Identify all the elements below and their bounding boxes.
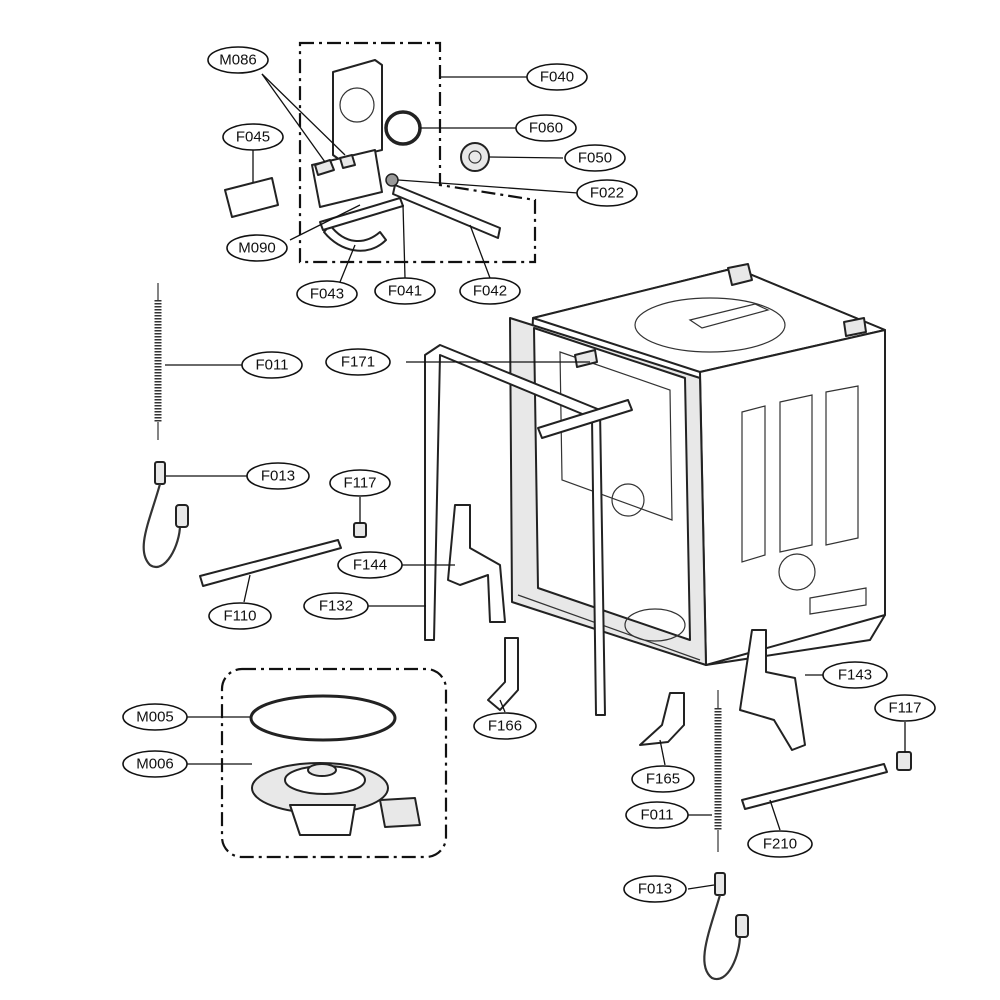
bracket-f165 <box>639 692 685 746</box>
callout-label: F022 <box>590 185 624 202</box>
hose-f043 <box>323 224 387 252</box>
callout-f165: F165 <box>631 765 695 793</box>
callout-label: M005 <box>136 709 174 726</box>
callout-label: F011 <box>640 807 673 824</box>
leader-lines <box>165 73 906 890</box>
callout-label: F143 <box>838 667 872 684</box>
callout-label: F013 <box>638 881 672 898</box>
callout-m086: M086 <box>207 46 269 74</box>
callout-label: F117 <box>888 700 921 717</box>
callout-f171: F171 <box>325 348 391 376</box>
callout-f041: F041 <box>374 277 436 305</box>
fitting-f022 <box>385 173 399 187</box>
tub <box>509 263 886 666</box>
rail-f210 <box>741 763 888 810</box>
callout-f143: F143 <box>822 661 888 689</box>
cable-f013-right <box>703 872 749 981</box>
callout-label: F132 <box>319 598 353 615</box>
bracket-f144 <box>447 504 506 623</box>
callout-label: F043 <box>310 286 344 303</box>
callout-f013-right: F013 <box>623 875 687 903</box>
pad-f045 <box>224 177 279 218</box>
gasket-m005 <box>249 694 397 742</box>
callout-f144: F144 <box>337 551 403 579</box>
bracket-f166 <box>487 637 519 711</box>
callout-f110: F110 <box>208 602 272 630</box>
seal-f060 <box>384 110 422 146</box>
callout-f013-left: F013 <box>246 462 310 490</box>
callout-label: F040 <box>540 69 574 86</box>
callout-label: F165 <box>646 771 680 788</box>
callout-m005: M005 <box>122 703 188 731</box>
callout-label: F042 <box>473 283 507 300</box>
callout-label: F045 <box>236 129 270 146</box>
callout-m090: M090 <box>226 234 288 262</box>
group-box-bottom <box>220 667 448 859</box>
callout-f040: F040 <box>526 63 588 91</box>
frame-top-rail <box>537 399 633 439</box>
callout-label: F171 <box>341 354 375 371</box>
callout-f011-left: F011 <box>241 351 303 379</box>
callout-f045: F045 <box>222 123 284 151</box>
arm-f042 <box>392 184 501 239</box>
callout-label: M006 <box>136 756 174 773</box>
callout-label: F144 <box>353 557 387 574</box>
clip-f117-left <box>353 522 367 538</box>
callout-f060: F060 <box>515 114 577 142</box>
callout-m006: M006 <box>122 750 188 778</box>
callout-label: F013 <box>261 468 295 485</box>
callout-label: F011 <box>255 357 288 374</box>
callout-label: F210 <box>763 836 797 853</box>
callout-label: F110 <box>223 608 256 625</box>
callout-f050: F050 <box>564 144 626 172</box>
bracket-f143 <box>739 629 806 751</box>
rail-f110 <box>199 539 342 587</box>
filter-f050 <box>460 142 490 172</box>
group-box-top <box>298 41 537 264</box>
callout-f117-right: F117 <box>874 694 936 722</box>
callout-f042: F042 <box>459 277 521 305</box>
callout-f011-right: F011 <box>625 801 689 829</box>
callout-f117-left: F117 <box>329 469 391 497</box>
callout-label: M090 <box>238 240 276 257</box>
frame-f171 <box>424 344 606 716</box>
callout-label: F060 <box>529 120 563 137</box>
callout-label: F041 <box>388 283 422 300</box>
cable-f013-left <box>142 461 189 569</box>
clip-f117-right <box>896 751 912 771</box>
callout-f022: F022 <box>576 179 638 207</box>
callout-label: F050 <box>578 150 612 167</box>
callout-f166: F166 <box>473 712 537 740</box>
cover-f040 <box>332 59 383 161</box>
callout-label: F117 <box>343 475 376 492</box>
callout-f132: F132 <box>303 592 369 620</box>
callout-label: M086 <box>219 52 257 69</box>
callout-f210: F210 <box>747 830 813 858</box>
callout-f043: F043 <box>296 280 358 308</box>
pump-m006 <box>251 762 421 836</box>
callout-label: F166 <box>488 718 522 735</box>
